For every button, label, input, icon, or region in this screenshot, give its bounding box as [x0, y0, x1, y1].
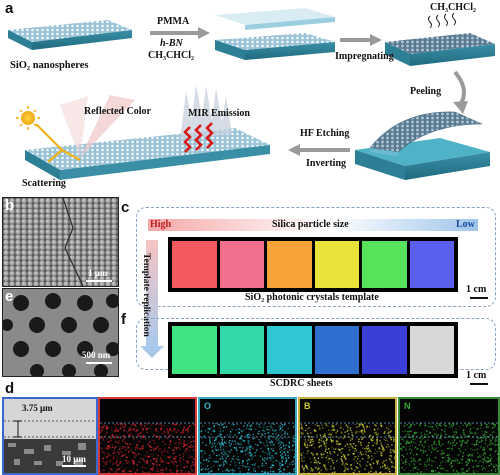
panel-letter-f: f — [121, 311, 126, 328]
eds-map-n-label: N — [404, 401, 411, 411]
eds-map-1-noise — [100, 422, 195, 473]
scale-bar-d — [86, 362, 112, 364]
thickness-label: 3.75 μm — [22, 403, 53, 413]
label-scattering: Scattering — [22, 178, 66, 189]
sem-cross-section-e: 3.75 μm 10 μm — [2, 397, 98, 475]
panel-letter-d: e — [5, 288, 14, 305]
label-scdrc-caption: SCDRC sheets — [270, 378, 333, 389]
arrow-hf-head — [288, 144, 300, 156]
panel-letter-e: d — [5, 380, 15, 397]
scattering-rays — [35, 123, 81, 163]
label-reflected-color: Reflected Color — [84, 106, 151, 117]
scale-bar-c — [470, 297, 488, 299]
label-inverting: Inverting — [306, 158, 346, 169]
scdrc-swatch-1 — [172, 326, 217, 374]
eds-map-1 — [98, 397, 197, 475]
mir-emission-waves-icon — [183, 122, 214, 153]
mir-emission-plume — [180, 84, 232, 140]
panel-letter-a: a — [5, 0, 14, 17]
label-template-caption: SiO₂ photonic crystals template — [245, 292, 379, 303]
arrow-peeling — [453, 70, 466, 107]
slab-bn-bottom — [215, 33, 335, 60]
sun-icon — [16, 106, 40, 130]
eds-map-n-noise — [400, 422, 498, 473]
slab-pmma-top — [215, 8, 335, 30]
label-hf-etching: HF Etching — [300, 128, 350, 139]
scdrc-swatch-5 — [362, 326, 407, 374]
slab-peeling — [355, 111, 490, 180]
panel-c-frame — [136, 207, 496, 307]
sem-image-b — [2, 197, 119, 287]
eds-map-b-label: B — [304, 401, 311, 411]
solvent-waves-icon — [428, 12, 456, 29]
arrow-peeling-head — [453, 101, 468, 114]
label-mir-emission: MIR Emission — [188, 108, 250, 119]
label-hbn: h-BN — [160, 38, 183, 49]
arrow-step2-head — [370, 34, 382, 46]
eds-map-o-label: O — [204, 401, 212, 411]
template-swatches — [168, 237, 458, 292]
scale-label-c: 1 cm — [466, 284, 487, 295]
scale-label-e: 10 μm — [62, 454, 86, 464]
label-high: High — [150, 219, 172, 230]
template-swatch-3 — [267, 241, 312, 288]
label-peeling: Peeling — [410, 86, 442, 97]
scale-bar-f — [470, 383, 488, 385]
eds-map-b-noise — [300, 422, 395, 473]
template-replication-arrow — [146, 240, 158, 348]
scdrc-swatch-6 — [409, 326, 454, 374]
scale-label-b: 1 μm — [88, 268, 108, 278]
panel-a-illustration — [8, 8, 495, 180]
slab-impregnated — [385, 33, 495, 66]
scdrc-swatch-2 — [219, 326, 264, 374]
slab-final — [25, 128, 270, 180]
label-impregnating: Impregnating — [335, 51, 394, 62]
label-solvent-step1: CH₃CHCl₂ — [148, 50, 194, 61]
panel-letter-b: b — [5, 197, 15, 214]
eds-map-o: O — [198, 397, 297, 475]
label-low: Low — [456, 219, 475, 230]
slab-sio2 — [8, 20, 132, 50]
template-swatch-4 — [314, 241, 359, 288]
template-swatch-5 — [362, 241, 407, 288]
label-pmma: PMMA — [157, 16, 190, 27]
scdrc-swatches — [168, 322, 458, 378]
label-sio2-nanospheres: SiO₂ nanospheres — [10, 60, 89, 71]
label-particle-size: Silica particle size — [272, 219, 349, 230]
eds-map-o-noise — [200, 422, 295, 473]
panel-letter-c: c — [121, 199, 130, 216]
sem-image-d — [2, 288, 119, 377]
particle-size-gradient-bar — [148, 219, 478, 231]
template-replication-arrow-head — [140, 346, 164, 358]
scdrc-swatch-4 — [314, 326, 359, 374]
scdrc-swatch-3 — [267, 326, 312, 374]
arrow-step1-head — [198, 27, 210, 39]
scale-label-f: 1 cm — [466, 370, 487, 381]
template-swatch-2 — [219, 241, 264, 288]
eds-map-n: N — [398, 397, 500, 475]
reflected-color-cone — [60, 95, 135, 158]
scale-label-d: 500 nm — [82, 350, 111, 360]
template-swatch-6 — [409, 241, 454, 288]
eds-map-b: B — [298, 397, 397, 475]
template-swatch-1 — [172, 241, 217, 288]
scale-bar-b — [86, 280, 112, 282]
label-solvent-step3: CH₃CHCl₂ — [430, 2, 476, 13]
